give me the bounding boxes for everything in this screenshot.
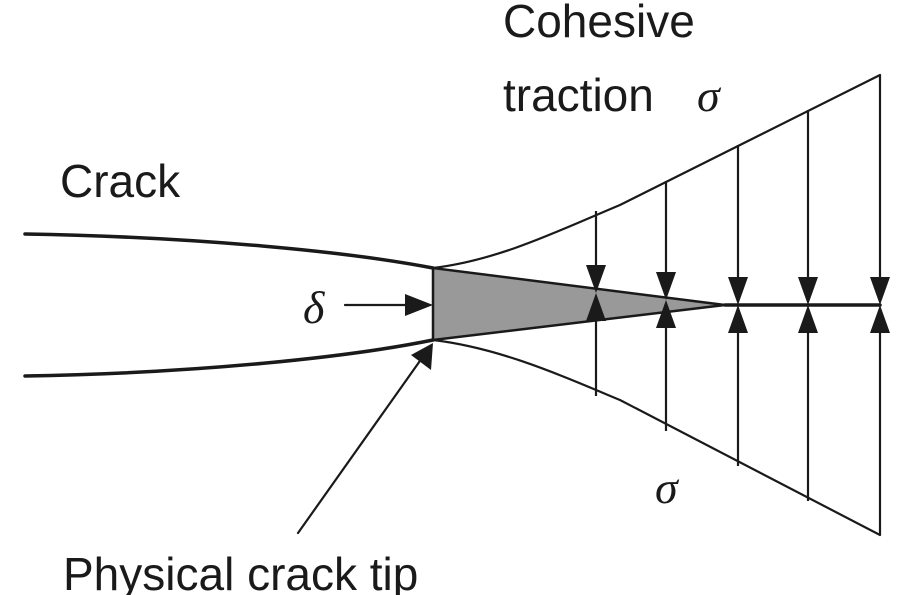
traction-arrow-upper-head-5	[870, 277, 890, 305]
traction-arrow-lower-head-4	[798, 305, 818, 333]
crack-tip-pointer-arrowhead	[411, 343, 433, 370]
traction-arrow-lower-head-2	[656, 300, 676, 328]
traction-arrow-upper-head-3	[728, 277, 748, 305]
delta-label: δ	[303, 282, 325, 333]
traction-arrow-upper-head-1	[586, 265, 606, 293]
cohesive-label-line1: Cohesive	[503, 0, 695, 47]
traction-envelope-lower	[431, 338, 882, 537]
traction-arrow-lower-head-1	[586, 293, 606, 321]
traction-arrow-lower-head-5	[870, 305, 890, 333]
delta-arrowhead	[405, 294, 433, 316]
traction-arrows	[586, 75, 890, 535]
crack-label: Crack	[60, 155, 181, 207]
crack-upper-face	[23, 232, 435, 270]
cohesive-label-line2: traction	[503, 69, 654, 121]
traction-arrow-upper-head-4	[798, 277, 818, 305]
cohesive-zone-fill	[431, 266, 726, 342]
sigma-top-label: σ	[697, 70, 722, 121]
traction-arrow-lower-head-3	[728, 305, 748, 333]
physical-crack-tip-label: Physical crack tip	[63, 548, 418, 595]
traction-arrow-upper-head-2	[656, 272, 676, 300]
traction-envelope-upper	[431, 73, 882, 270]
sigma-bottom-label: σ	[655, 462, 680, 513]
crack-tip-pointer-arrow	[296, 356, 424, 535]
crack-lower-face	[23, 338, 435, 378]
